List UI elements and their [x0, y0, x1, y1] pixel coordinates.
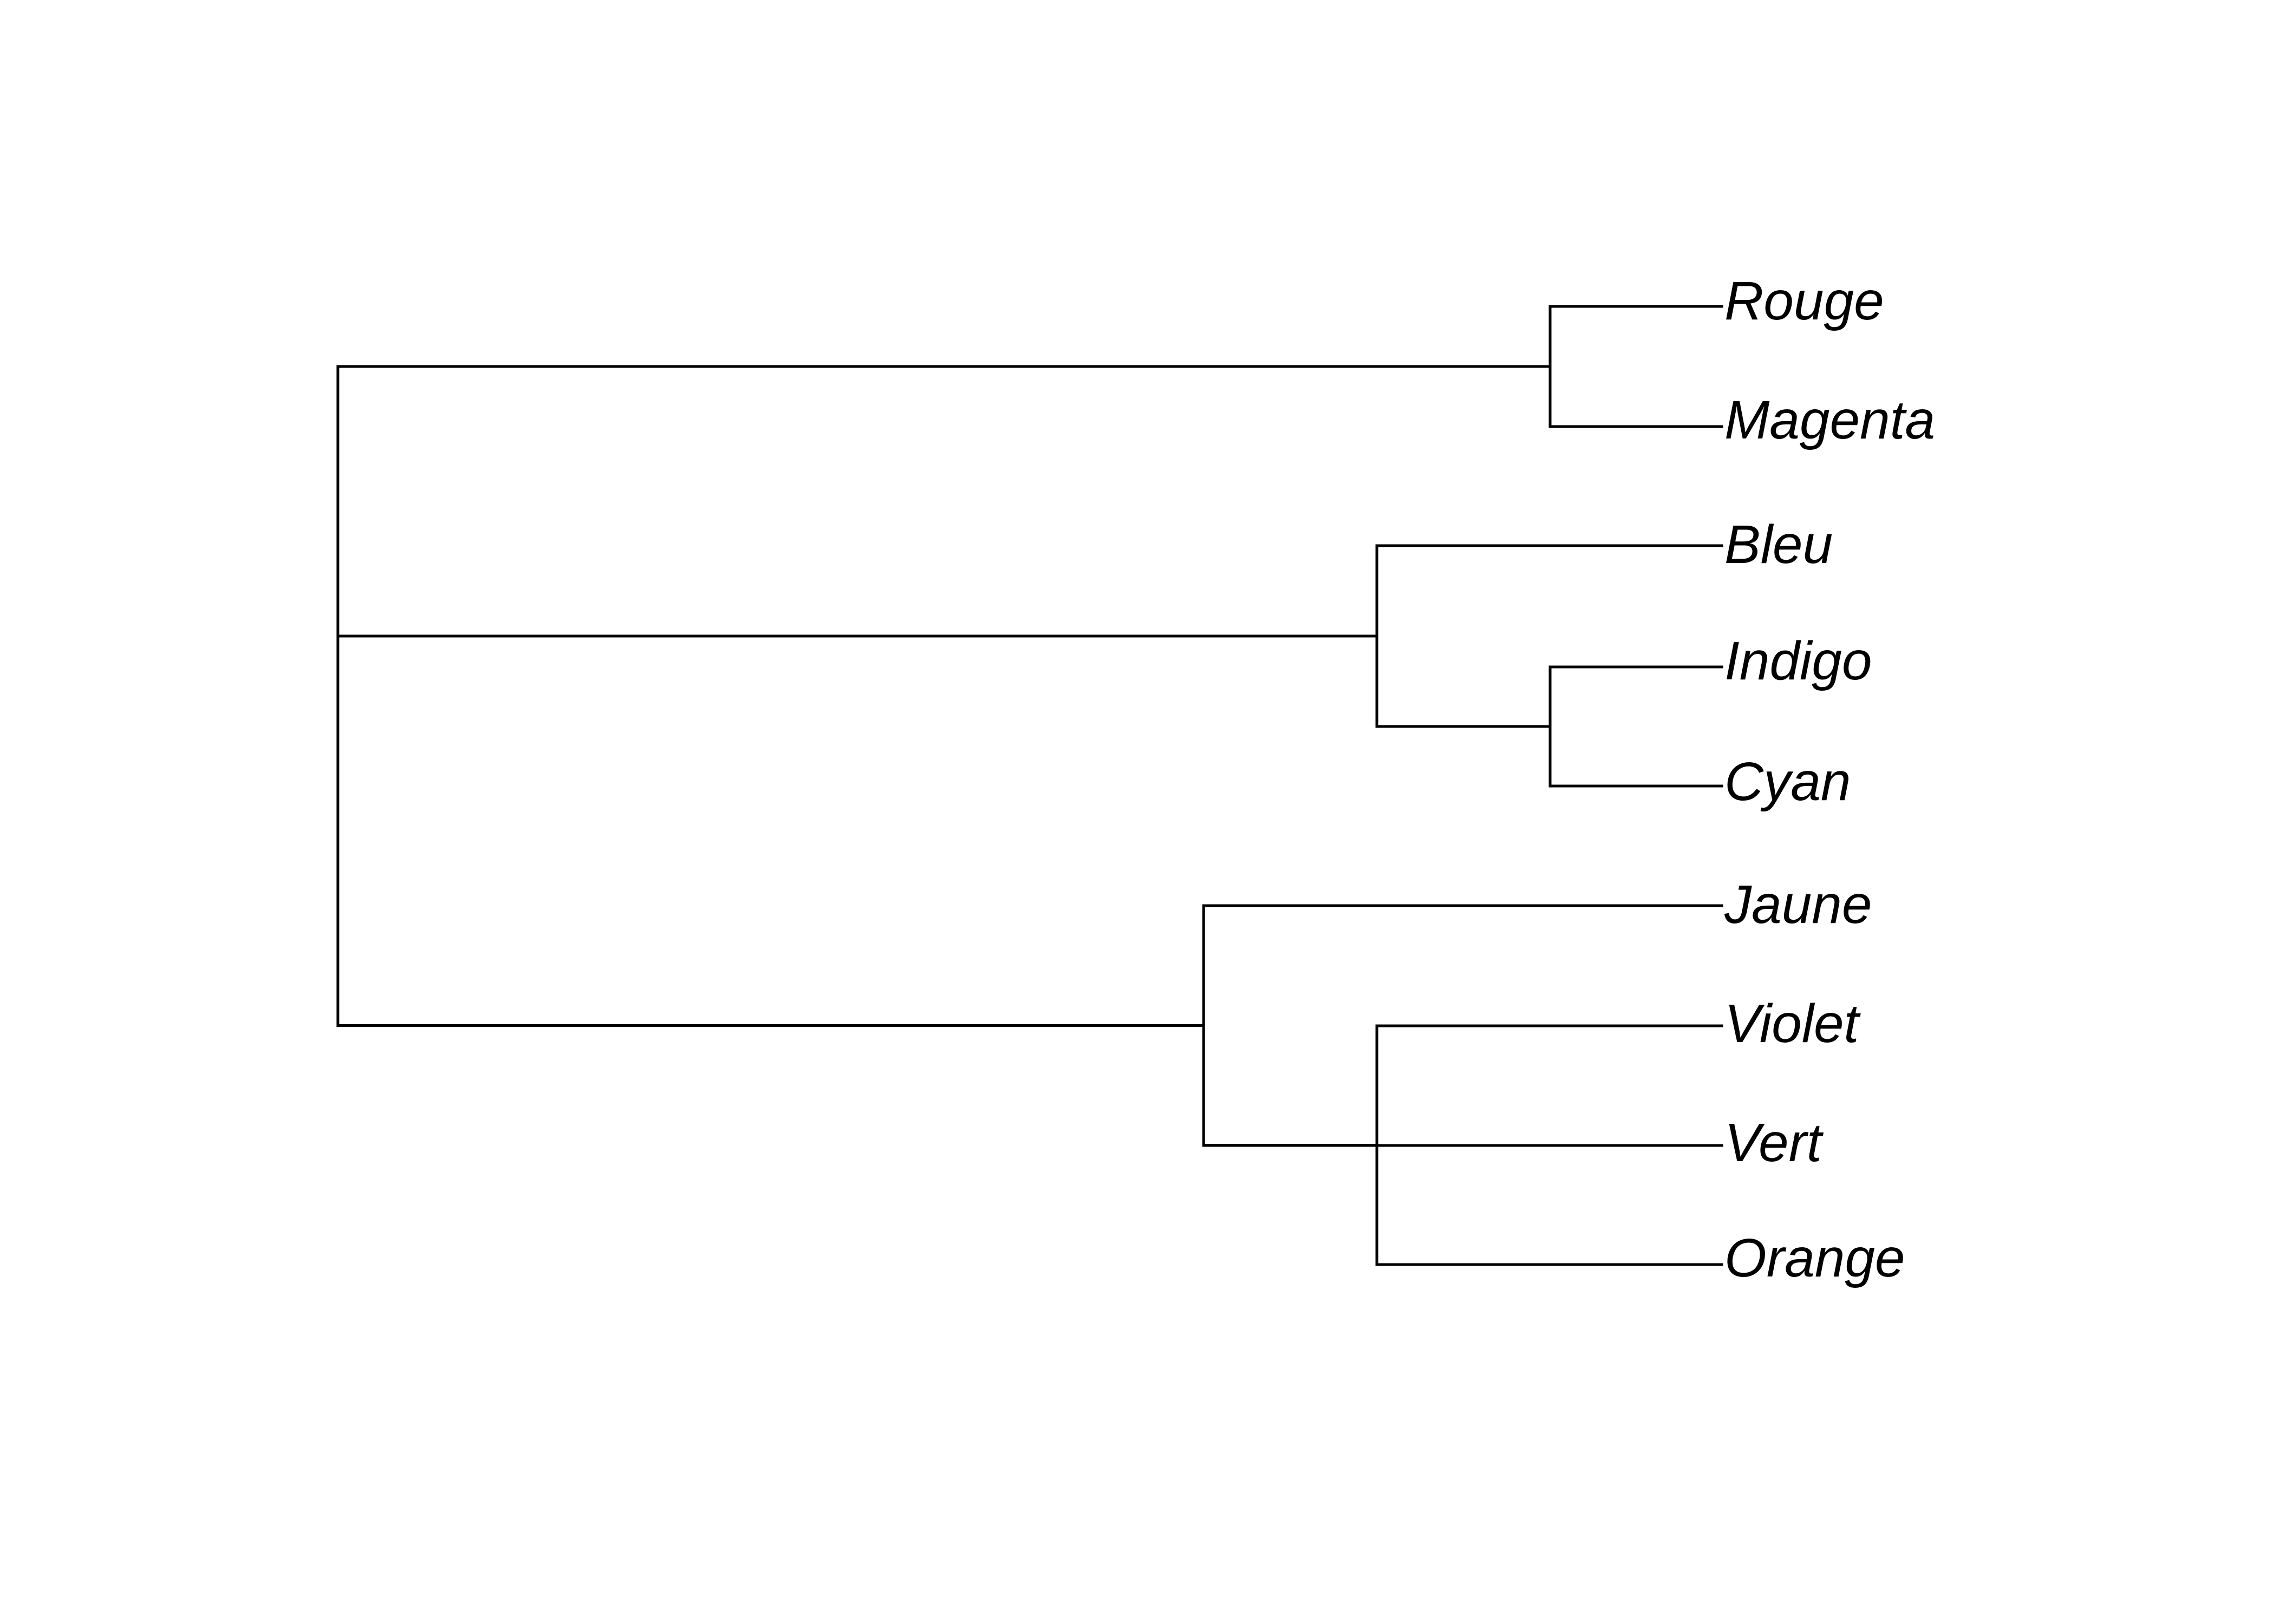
tip-label-violet: Violet [1724, 993, 1861, 1054]
tip-label-magenta: Magenta [1724, 390, 1935, 450]
tip-label-jaune: Jaune [1724, 874, 1872, 935]
tip-label-bleu: Bleu [1724, 514, 1833, 575]
dendrogram-branches [336, 305, 1723, 1266]
tip-label-orange: Orange [1724, 1228, 1905, 1288]
tip-label-cyan: Cyan [1724, 751, 1851, 812]
tip-label-vert: Vert [1724, 1112, 1824, 1173]
dendrogram-tip-labels: Rouge Magenta Bleu Indigo Cyan Jaune Vio… [1724, 271, 1935, 1288]
tip-label-indigo: Indigo [1724, 631, 1872, 691]
tip-label-rouge: Rouge [1724, 271, 1884, 331]
